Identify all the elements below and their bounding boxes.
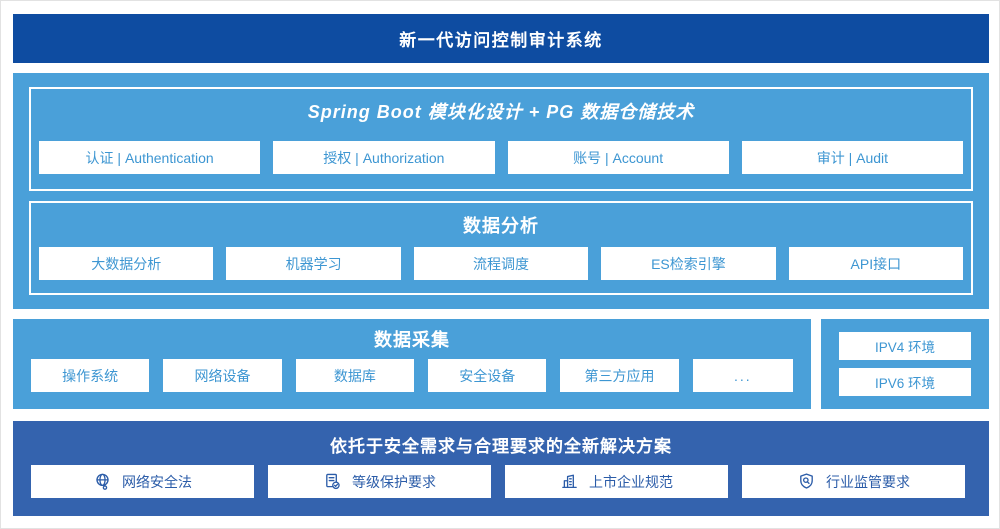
building-icon (562, 474, 577, 489)
analysis-box-es-search: ES检索引擎 (601, 247, 776, 280)
collection-box-security-device: 安全设备 (428, 359, 547, 392)
solution-row: 网络安全法 等级保护要求 (31, 465, 965, 498)
data-collection-section: 数据采集 操作系统 网络设备 数据库 安全设备 第三方应用 ... (13, 319, 811, 409)
springboot-module-row: 认证 | Authentication 授权 | Authorization 账… (39, 141, 963, 174)
module-box-audit: 审计 | Audit (741, 141, 963, 174)
environment-panel: IPV4 环境 IPV6 环境 (821, 319, 989, 409)
solution-box-industry-regulation: 行业监管要求 (742, 465, 965, 498)
data-collection-row: 操作系统 网络设备 数据库 安全设备 第三方应用 ... (31, 359, 794, 392)
solution-section: 依托于安全需求与合理要求的全新解决方案 网络安全法 (13, 421, 989, 516)
data-analysis-title: 数据分析 (463, 216, 539, 236)
data-collection-title: 数据采集 (374, 330, 450, 350)
solution-box-label: 等级保护要求 (352, 473, 436, 490)
document-check-icon (326, 473, 340, 490)
shield-search-icon (800, 473, 813, 489)
module-box-authentication: 认证 | Authentication (39, 141, 261, 174)
module-box-account: 账号 | Account (507, 141, 729, 174)
solution-box-label: 上市企业规范 (589, 473, 673, 490)
solution-box-listed-company: 上市企业规范 (505, 465, 728, 498)
data-analysis-row: 大数据分析 机器学习 流程调度 ES检索引擎 API接口 (39, 247, 964, 280)
system-title-banner: 新一代访问控制审计系统 (13, 14, 989, 63)
collection-box-database: 数据库 (295, 359, 415, 392)
data-analysis-subsection: 数据分析 大数据分析 机器学习 流程调度 ES检索引擎 API接口 (29, 201, 973, 295)
springboot-title: Spring Boot 模块化设计 + PG 数据仓储技术 (307, 102, 695, 122)
solution-box-cybersecurity-law: 网络安全法 (31, 465, 254, 498)
solution-box-label: 网络安全法 (122, 473, 192, 490)
solution-box-label: 行业监管要求 (826, 473, 910, 490)
system-title: 新一代访问控制审计系统 (399, 31, 603, 50)
analysis-box-machine-learning: 机器学习 (226, 247, 401, 280)
collection-box-more: ... (692, 359, 794, 392)
collection-box-thirdparty-app: 第三方应用 (560, 359, 679, 392)
springboot-subsection: Spring Boot 模块化设计 + PG 数据仓储技术 认证 | Authe… (29, 87, 973, 191)
platform-section: Spring Boot 模块化设计 + PG 数据仓储技术 认证 | Authe… (13, 73, 989, 309)
env-box-ipv4: IPV4 环境 (839, 332, 971, 360)
analysis-box-bigdata: 大数据分析 (39, 247, 214, 280)
module-box-authorization: 授权 | Authorization (273, 141, 495, 174)
solution-box-classified-protection: 等级保护要求 (268, 465, 491, 498)
analysis-box-api: API接口 (788, 247, 964, 280)
collection-box-os: 操作系统 (31, 359, 150, 392)
env-box-ipv6: IPV6 环境 (839, 368, 971, 396)
globe-icon (96, 473, 109, 490)
collection-box-network-device: 网络设备 (163, 359, 282, 392)
analysis-box-workflow: 流程调度 (413, 247, 589, 280)
solution-title: 依托于安全需求与合理要求的全新解决方案 (330, 437, 672, 456)
